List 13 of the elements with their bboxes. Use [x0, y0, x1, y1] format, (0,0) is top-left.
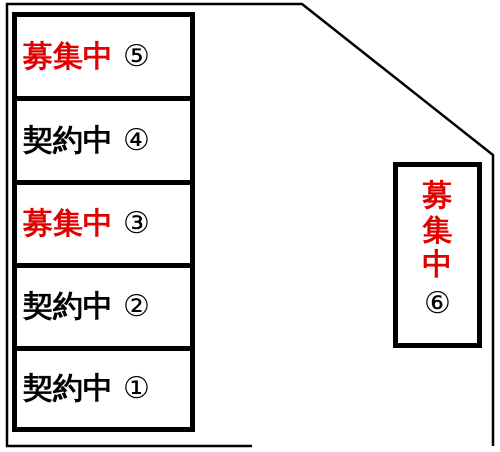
- space-number: ⑥: [423, 288, 452, 318]
- status-label: 契約中: [23, 292, 113, 322]
- parking-space: [393, 162, 482, 348]
- status-label: 募集中: [422, 179, 452, 282]
- status-label: 契約中: [23, 374, 113, 404]
- space-number: ①: [123, 374, 150, 404]
- space-number: ②: [123, 292, 150, 322]
- status-label: 契約中: [23, 126, 113, 156]
- space-number: ③: [123, 209, 150, 239]
- space-number: ④: [123, 126, 150, 156]
- status-label: 募集中: [23, 209, 113, 239]
- status-label: 募集中: [23, 42, 113, 72]
- space-number: ⑤: [123, 42, 150, 72]
